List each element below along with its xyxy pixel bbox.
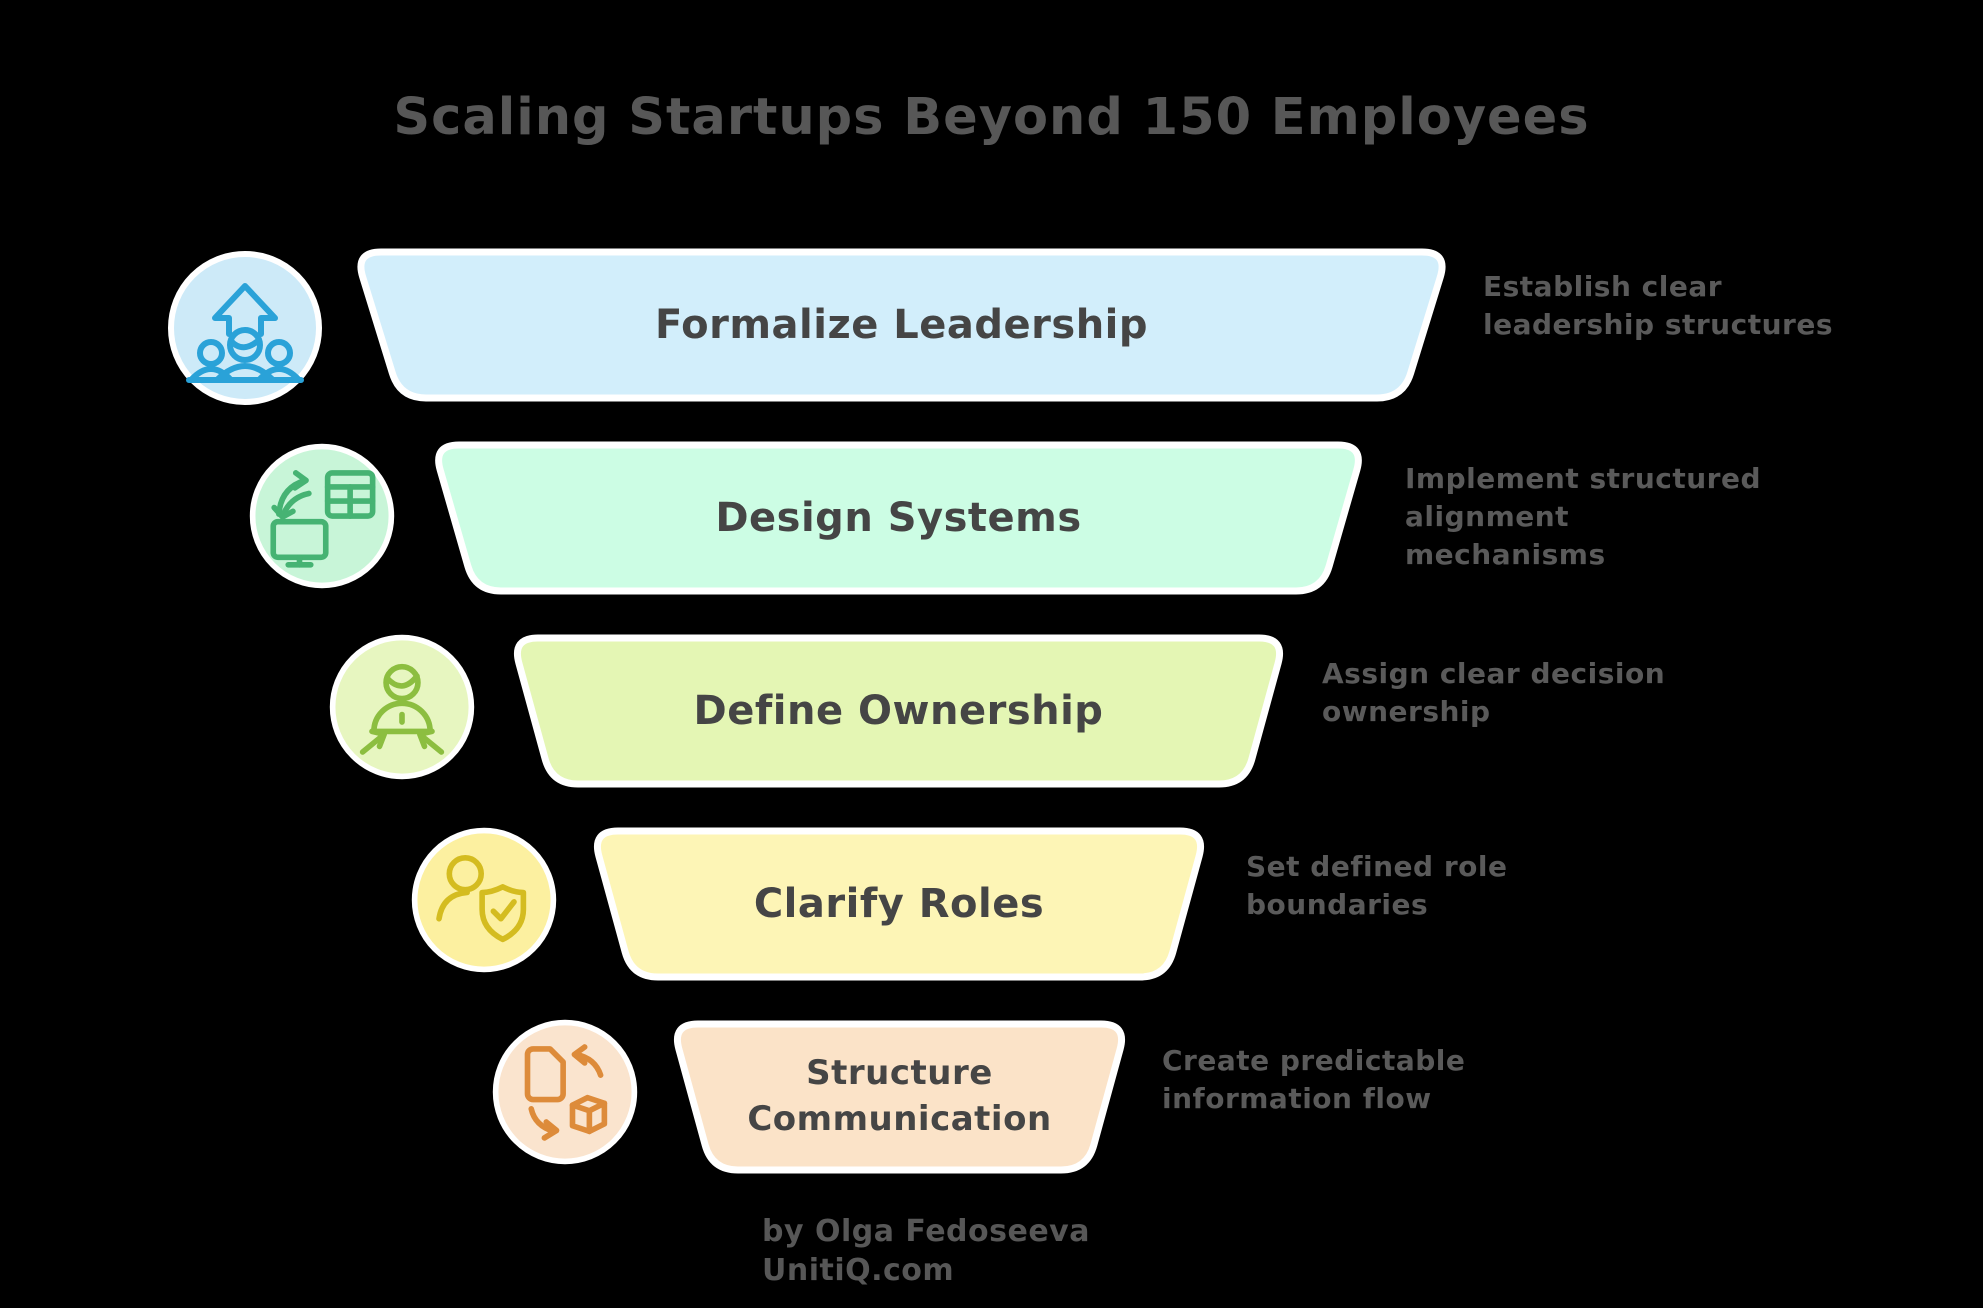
level-label: Formalize Leadership	[654, 302, 1149, 348]
person-ownership-icon	[329, 634, 475, 780]
page-title: Scaling Startups Beyond 150 Employees	[393, 88, 1590, 147]
level-annotation: Set defined role boundaries	[1246, 850, 1508, 921]
level-label: Clarify Roles	[753, 881, 1045, 927]
team-growth-icon	[168, 251, 322, 405]
level-annotation: Assign clear decision ownership	[1322, 657, 1666, 728]
attribution-site: UnitiQ.com	[762, 1253, 955, 1288]
level-annotation: Implement structured alignment mechanism…	[1405, 462, 1762, 571]
document-cube-icon	[492, 1019, 638, 1165]
level-label: Design Systems	[715, 495, 1082, 541]
funnel-bar	[673, 1020, 1126, 1174]
funnel-bar	[513, 634, 1284, 788]
level-label: Structure Communication	[747, 1053, 1052, 1139]
funnel-bar	[435, 441, 1362, 595]
level-annotation: Create predictable information flow	[1162, 1044, 1466, 1115]
system-sync-icon	[249, 443, 395, 589]
level-label: Define Ownership	[693, 688, 1104, 734]
attribution: by Olga Fedoseeva UnitiQ.com	[762, 1212, 1090, 1290]
level-annotation: Establish clear leadership structures	[1483, 270, 1833, 341]
person-shield-icon	[411, 827, 557, 973]
attribution-author: by Olga Fedoseeva	[762, 1214, 1090, 1249]
funnel-bar	[357, 248, 1446, 402]
funnel-bar	[593, 827, 1205, 981]
